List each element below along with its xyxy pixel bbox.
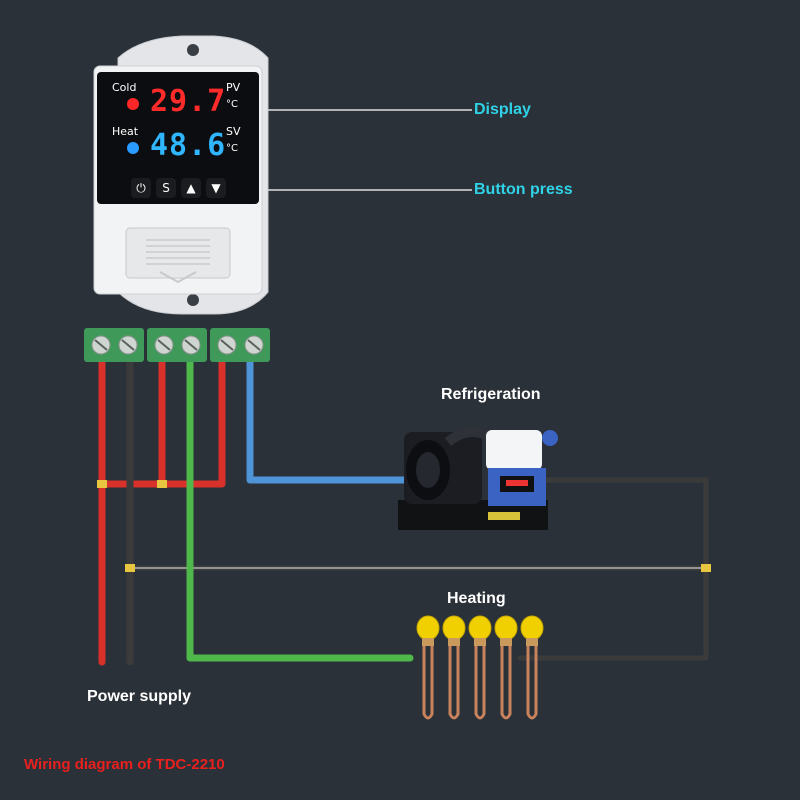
up-button[interactable]: ▲: [181, 178, 201, 198]
diagram-caption: Wiring diagram of TDC-2210: [24, 756, 225, 773]
heating-label: Heating: [447, 590, 506, 607]
power-button[interactable]: ⏻: [131, 178, 151, 198]
pv-label: PV: [226, 81, 241, 94]
refrigeration-label: Refrigeration: [441, 386, 541, 403]
down-button[interactable]: ▼: [206, 178, 226, 198]
power-icon: ⏻: [136, 180, 146, 195]
terminal-blocks: [84, 328, 270, 362]
triangle-down-icon: ▼: [211, 181, 221, 195]
heat-label: Heat: [112, 125, 139, 138]
sv-unit: °C: [226, 143, 238, 154]
refrigeration-unit: [398, 427, 558, 530]
black-wire-bus: [127, 565, 709, 661]
sv-display: 48.6: [150, 128, 227, 163]
set-button[interactable]: S: [156, 178, 176, 198]
green-wire: [186, 356, 414, 662]
triangle-up-icon: ▲: [186, 181, 196, 195]
controller-device: [93, 35, 269, 315]
red-wire-3: [158, 356, 226, 488]
black-wire-fridge: [537, 477, 709, 571]
set-button-label: S: [162, 181, 170, 195]
button-press-callout: Button press: [474, 181, 573, 198]
sv-label: SV: [226, 125, 241, 138]
pv-display: 29.7: [150, 84, 227, 119]
pv-unit: °C: [226, 99, 238, 110]
cold-label: Cold: [112, 81, 137, 94]
heating-elements: [422, 640, 538, 720]
display-callout: Display: [474, 101, 531, 118]
power-supply-label: Power supply: [87, 688, 192, 705]
blue-wire: [246, 356, 412, 484]
